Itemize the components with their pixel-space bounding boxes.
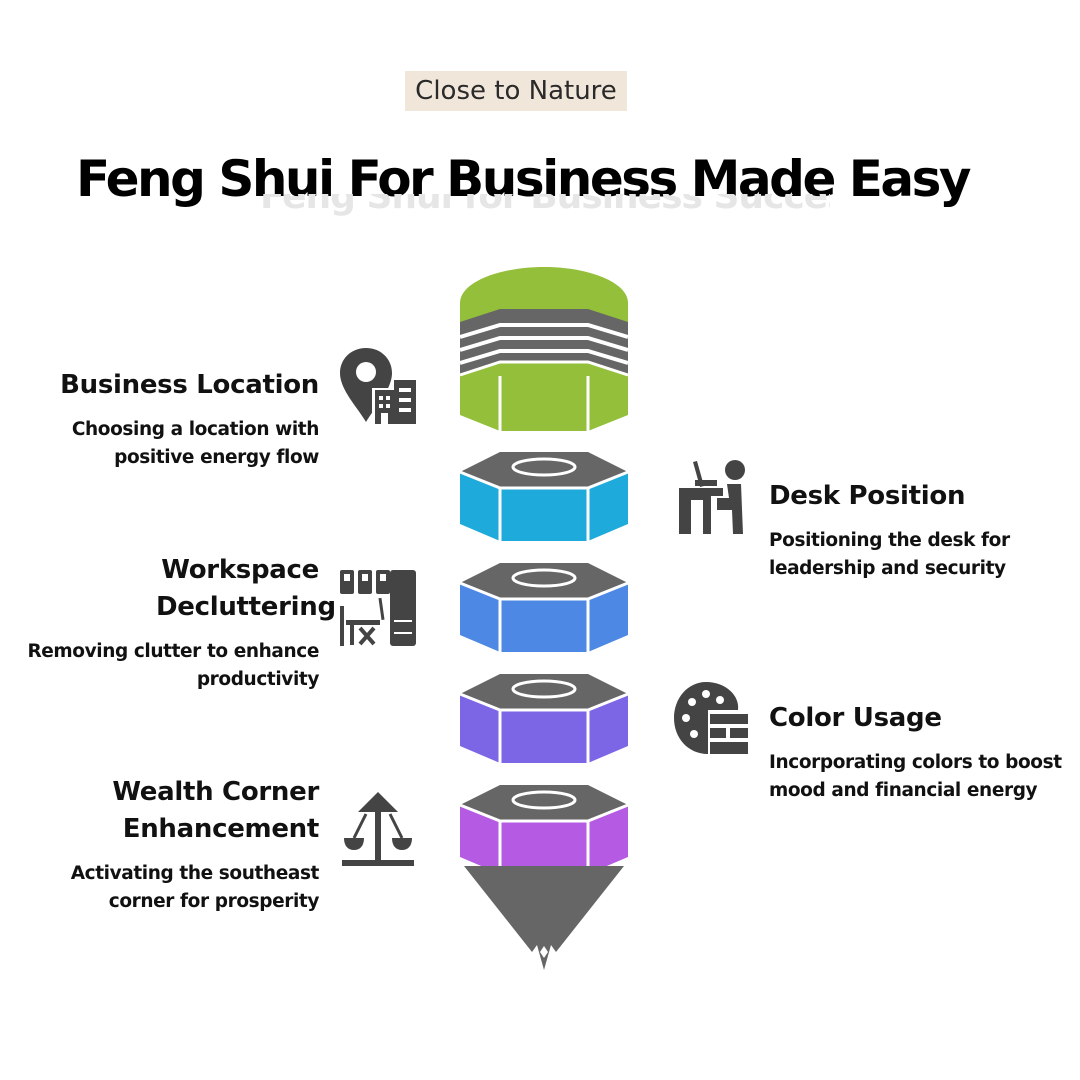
item-description: Incorporating colors to boost mood and f… [769, 752, 1062, 801]
item-title: Color Usage [769, 703, 942, 733]
carousel-icon [342, 792, 414, 866]
item-description: Removing clutter to enhance productivity [27, 641, 319, 690]
item-description: Choosing a location with positive energy… [71, 419, 320, 468]
segment-2-desk-position [459, 452, 629, 541]
palette-brick-icon [674, 682, 748, 754]
item-business-location: Business Location Choosing a location wi… [20, 367, 319, 471]
item-title: Workspace Decluttering [156, 555, 336, 622]
item-wealth-corner-enhancement: Wealth Corner Enhancement Activating the… [40, 774, 320, 915]
segment-5-wealth-corner [459, 785, 629, 874]
person-at-desk-icon [679, 460, 745, 534]
item-desk-position: Desk Position Positioning the desk for l… [769, 478, 1059, 582]
item-title: Business Location [60, 370, 319, 400]
item-workspace-decluttering: Workspace Decluttering Removing clutter … [16, 552, 336, 693]
page-title: Feng Shui For Business Made Easy [75, 150, 972, 208]
item-description: Activating the southeast corner for pros… [70, 863, 320, 912]
segment-1-business-location [459, 267, 629, 431]
item-title: Wealth Corner Enhancement [112, 777, 319, 844]
segment-4-color-usage [459, 674, 629, 763]
category-tag: Close to Nature [405, 71, 627, 111]
item-color-usage: Color Usage Incorporating colors to boos… [769, 700, 1074, 804]
location-building-icon [340, 348, 416, 424]
item-description: Positioning the desk for leadership and … [769, 530, 1010, 579]
item-title: Desk Position [769, 481, 966, 511]
segment-3-workspace-decluttering [459, 563, 629, 652]
bottom-cone [464, 866, 624, 970]
organized-workspace-icon [340, 570, 416, 646]
